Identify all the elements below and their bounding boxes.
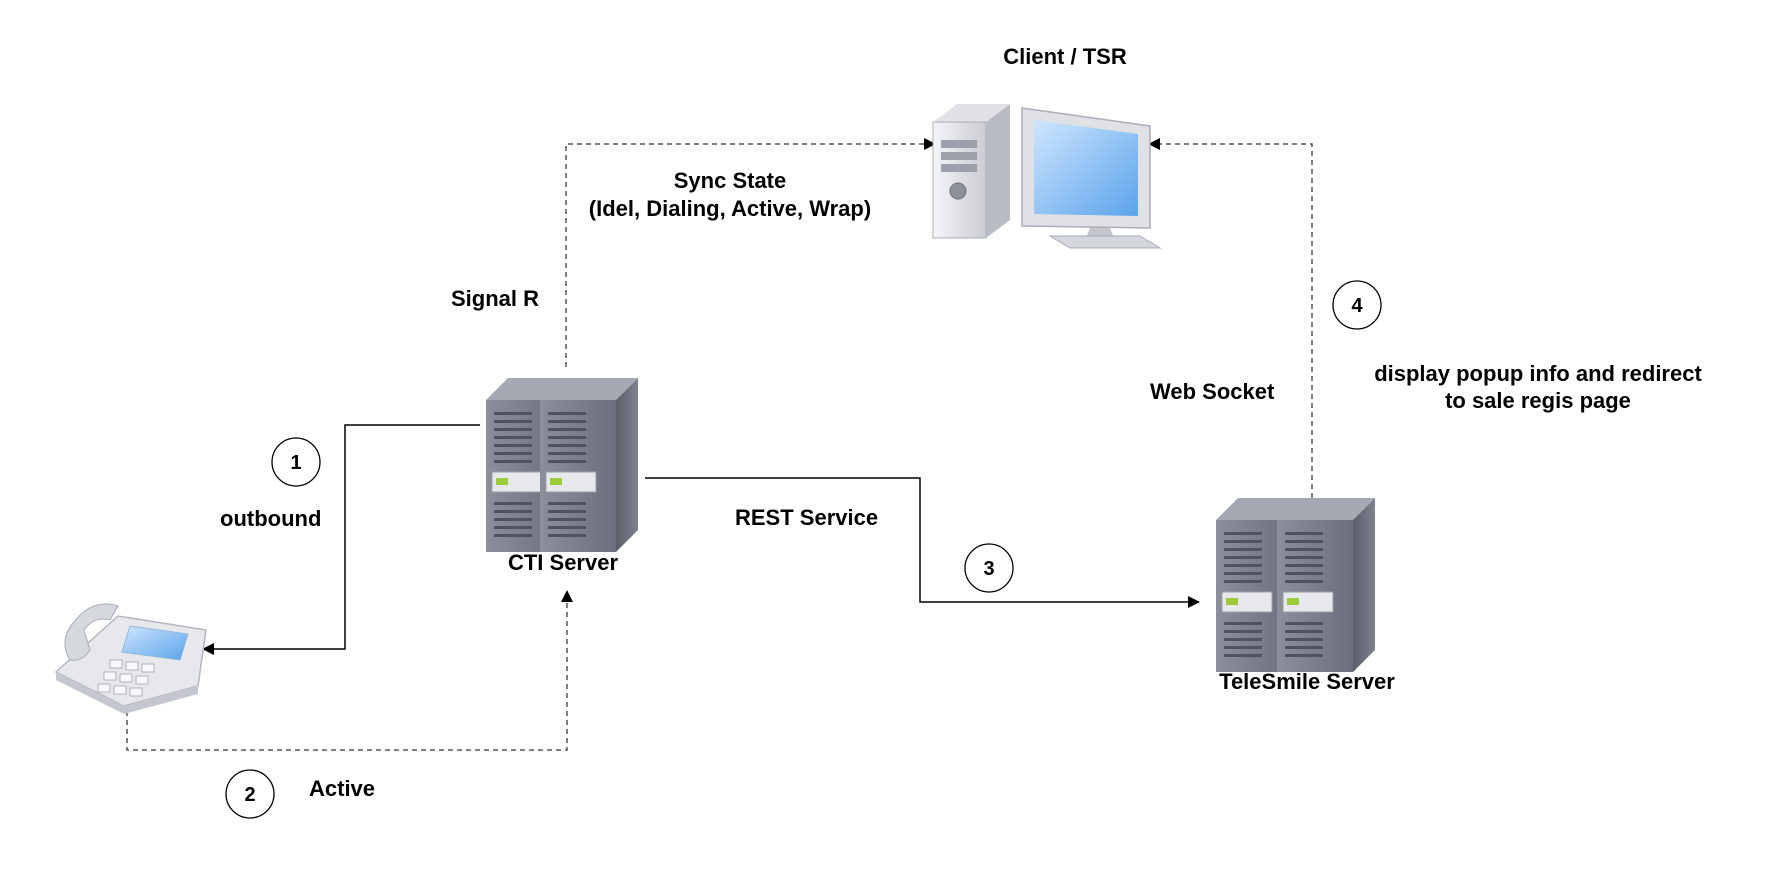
connector-rest-service — [645, 477, 1200, 608]
web-socket-label: Web Socket — [1150, 379, 1275, 404]
outbound-label: outbound — [220, 506, 321, 531]
svg-text:2: 2 — [244, 784, 255, 806]
sync-state-values-label: (Idel, Dialing, Active, Wrap) — [589, 196, 871, 221]
desktop-computer-icon — [932, 104, 1162, 249]
popup-redirect-label: to sale regis page — [1445, 388, 1631, 413]
connector-web-socket — [1148, 138, 1313, 498]
svg-text:1: 1 — [290, 452, 301, 474]
connector-active — [126, 590, 573, 751]
client-tsr-label: Client / TSR — [1003, 44, 1127, 69]
signal-r-label: Signal R — [451, 286, 539, 311]
telesmile-server-label: TeleSmile Server — [1219, 669, 1395, 694]
step-badge-4: 4 — [1332, 280, 1382, 330]
step-badge-3: 3 — [964, 543, 1014, 593]
popup-info-label: display popup info and redirect — [1374, 361, 1702, 386]
sync-state-label: Sync State — [674, 168, 787, 193]
telesmile-server-icon — [1215, 497, 1376, 673]
rest-service-label: REST Service — [735, 505, 878, 530]
cti-server-icon — [485, 377, 639, 553]
step-badge-1: 1 — [271, 437, 321, 487]
desk-phone-icon — [54, 603, 207, 714]
cti-server-label: CTI Server — [508, 550, 618, 575]
step-badge-2: 2 — [225, 769, 275, 819]
connector-outbound — [202, 424, 480, 655]
svg-text:3: 3 — [983, 558, 994, 580]
active-label: Active — [309, 776, 375, 801]
connector-signal-r — [565, 138, 936, 367]
svg-text:4: 4 — [1351, 295, 1363, 317]
